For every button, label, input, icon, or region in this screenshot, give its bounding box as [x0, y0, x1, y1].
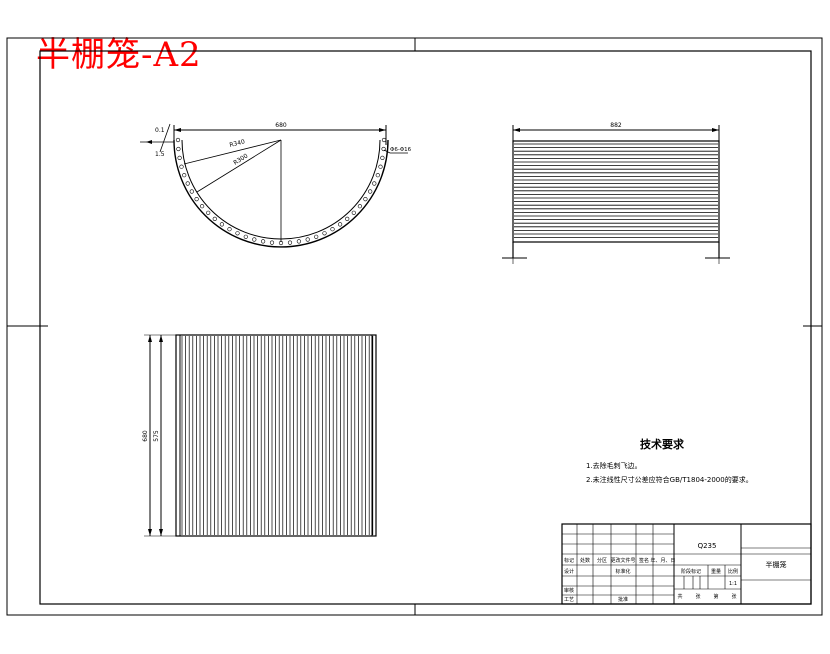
outer-frame — [6, 37, 823, 616]
rev-header-sign: 签名 — [639, 557, 649, 564]
semi-hole — [206, 210, 211, 215]
semi-hole — [176, 146, 181, 152]
front-frame — [175, 334, 377, 537]
front-dim-outer-arrow-bottom — [148, 529, 152, 536]
notes-heading: 技术要求 — [640, 437, 685, 451]
title-material: Q235 — [698, 542, 717, 550]
semi-hole — [345, 216, 350, 221]
semi-hole — [182, 173, 187, 178]
semi-hole — [227, 227, 232, 232]
row-label-design: 设计 — [564, 568, 574, 575]
semi-dim-arrow-right — [379, 128, 386, 132]
title-stage-label: 阶段标记 — [681, 568, 701, 575]
semi-hole — [363, 197, 368, 202]
side-view: 882 — [502, 122, 730, 264]
semi-hole — [372, 181, 377, 186]
semi-radius-label-1: R340 — [229, 138, 246, 149]
rev-header-count: 处数 — [580, 557, 590, 564]
semi-hole — [287, 240, 293, 245]
semi-hole — [179, 164, 184, 169]
sheet-label-total: 共 — [677, 593, 682, 600]
notes-item-1: 1.去除毛刺飞边。 — [586, 461, 642, 470]
title-scale-label: 比例 — [728, 568, 738, 575]
row-label-standard: 标准化 — [615, 568, 630, 575]
semi-hole — [212, 216, 217, 221]
semi-hole — [375, 173, 380, 178]
semi-hole — [185, 181, 190, 186]
semi-hole — [378, 164, 383, 169]
semi-outer-arc — [173, 139, 389, 248]
sheet-label-no: 第 — [713, 593, 718, 600]
sheet-label-sheets-1: 张 — [695, 593, 700, 600]
semi-hole — [261, 239, 266, 244]
semi-hole — [189, 189, 194, 194]
semi-hole — [330, 227, 335, 232]
side-frame — [512, 140, 720, 243]
semi-hole — [381, 137, 387, 143]
row-label-review: 审核 — [564, 587, 574, 594]
front-dim-inner-arrow-bottom — [159, 529, 163, 536]
front-bars-group — [179, 335, 374, 536]
side-bars-group — [514, 143, 718, 239]
title-block-text: Q235 半棚笼 阶段标记 重量 比例 1:1 标记 处数 分区 更改文件号 签… — [564, 542, 787, 603]
inner-frame — [39, 50, 812, 605]
row-label-approve: 批准 — [618, 596, 628, 603]
rev-header-docno: 更改文件号 — [610, 557, 635, 564]
semi-hole — [200, 204, 205, 209]
semi-left-slant — [159, 123, 171, 153]
semi-hole — [314, 234, 319, 239]
semi-top-dimension: 680 — [275, 122, 287, 129]
side-dim-arrow-right — [712, 128, 719, 132]
semi-hole — [296, 239, 302, 244]
semi-hole — [243, 234, 248, 239]
semi-radius-line-1 — [183, 139, 282, 165]
side-dim-arrow-left — [513, 128, 520, 132]
front-inner-height: 575 — [153, 430, 160, 442]
drawing-title: 半棚笼-A2 — [36, 35, 202, 75]
semi-hole — [194, 197, 199, 202]
front-view: 680 575 — [142, 334, 377, 537]
semi-hole — [219, 222, 224, 227]
semi-left-dim-2: 1.5 — [155, 151, 165, 158]
semi-callout-leader — [383, 149, 391, 154]
semi-callout-text: Φ6-Φ16 — [390, 147, 412, 153]
front-dim-inner-arrow-top — [159, 335, 163, 342]
front-outer-height: 680 — [142, 430, 149, 442]
semi-hole — [351, 210, 356, 215]
semi-hole — [252, 237, 257, 242]
semi-hole — [380, 155, 385, 160]
semi-hole — [338, 222, 343, 227]
semi-hole — [357, 204, 363, 209]
title-weight-label: 重量 — [711, 568, 721, 575]
semi-hole — [175, 137, 181, 143]
title-part-name: 半棚笼 — [766, 560, 787, 569]
semi-hole — [322, 231, 327, 236]
semi-hole — [368, 189, 373, 194]
semi-dim-arrow-left — [174, 128, 181, 132]
semi-hole — [305, 237, 310, 242]
title-scale: 1:1 — [729, 581, 737, 587]
rev-header-mark: 标记 — [564, 557, 574, 564]
notes-item-2: 2.未注线性尺寸公差应符合GB/T1804-2000的要求。 — [586, 475, 753, 484]
rev-header-zone: 分区 — [597, 557, 607, 564]
row-label-process: 工艺 — [564, 597, 574, 603]
semi-left-dim-1: 0.1 — [155, 127, 165, 134]
semi-left-arrow — [146, 140, 152, 144]
semi-hole — [177, 155, 182, 160]
technical-notes: 技术要求 1.去除毛刺飞边。 2.未注线性尺寸公差应符合GB/T1804-200… — [586, 437, 753, 484]
side-top-dimension: 882 — [610, 122, 622, 129]
semicircle-view: 680 R340 R300 0.1 1.5 Φ6-Φ16 — [140, 122, 412, 248]
semi-holes-group — [175, 137, 387, 246]
rev-header-date: 年、月、日 — [650, 557, 675, 564]
title-block — [561, 523, 812, 605]
semi-hole — [269, 240, 275, 245]
semi-hole — [235, 231, 240, 236]
front-dim-outer-arrow-top — [148, 335, 152, 342]
sheet-label-sheets-2: 张 — [731, 593, 736, 600]
semi-radius-line-2 — [196, 139, 282, 193]
title-block-frame — [561, 523, 812, 605]
